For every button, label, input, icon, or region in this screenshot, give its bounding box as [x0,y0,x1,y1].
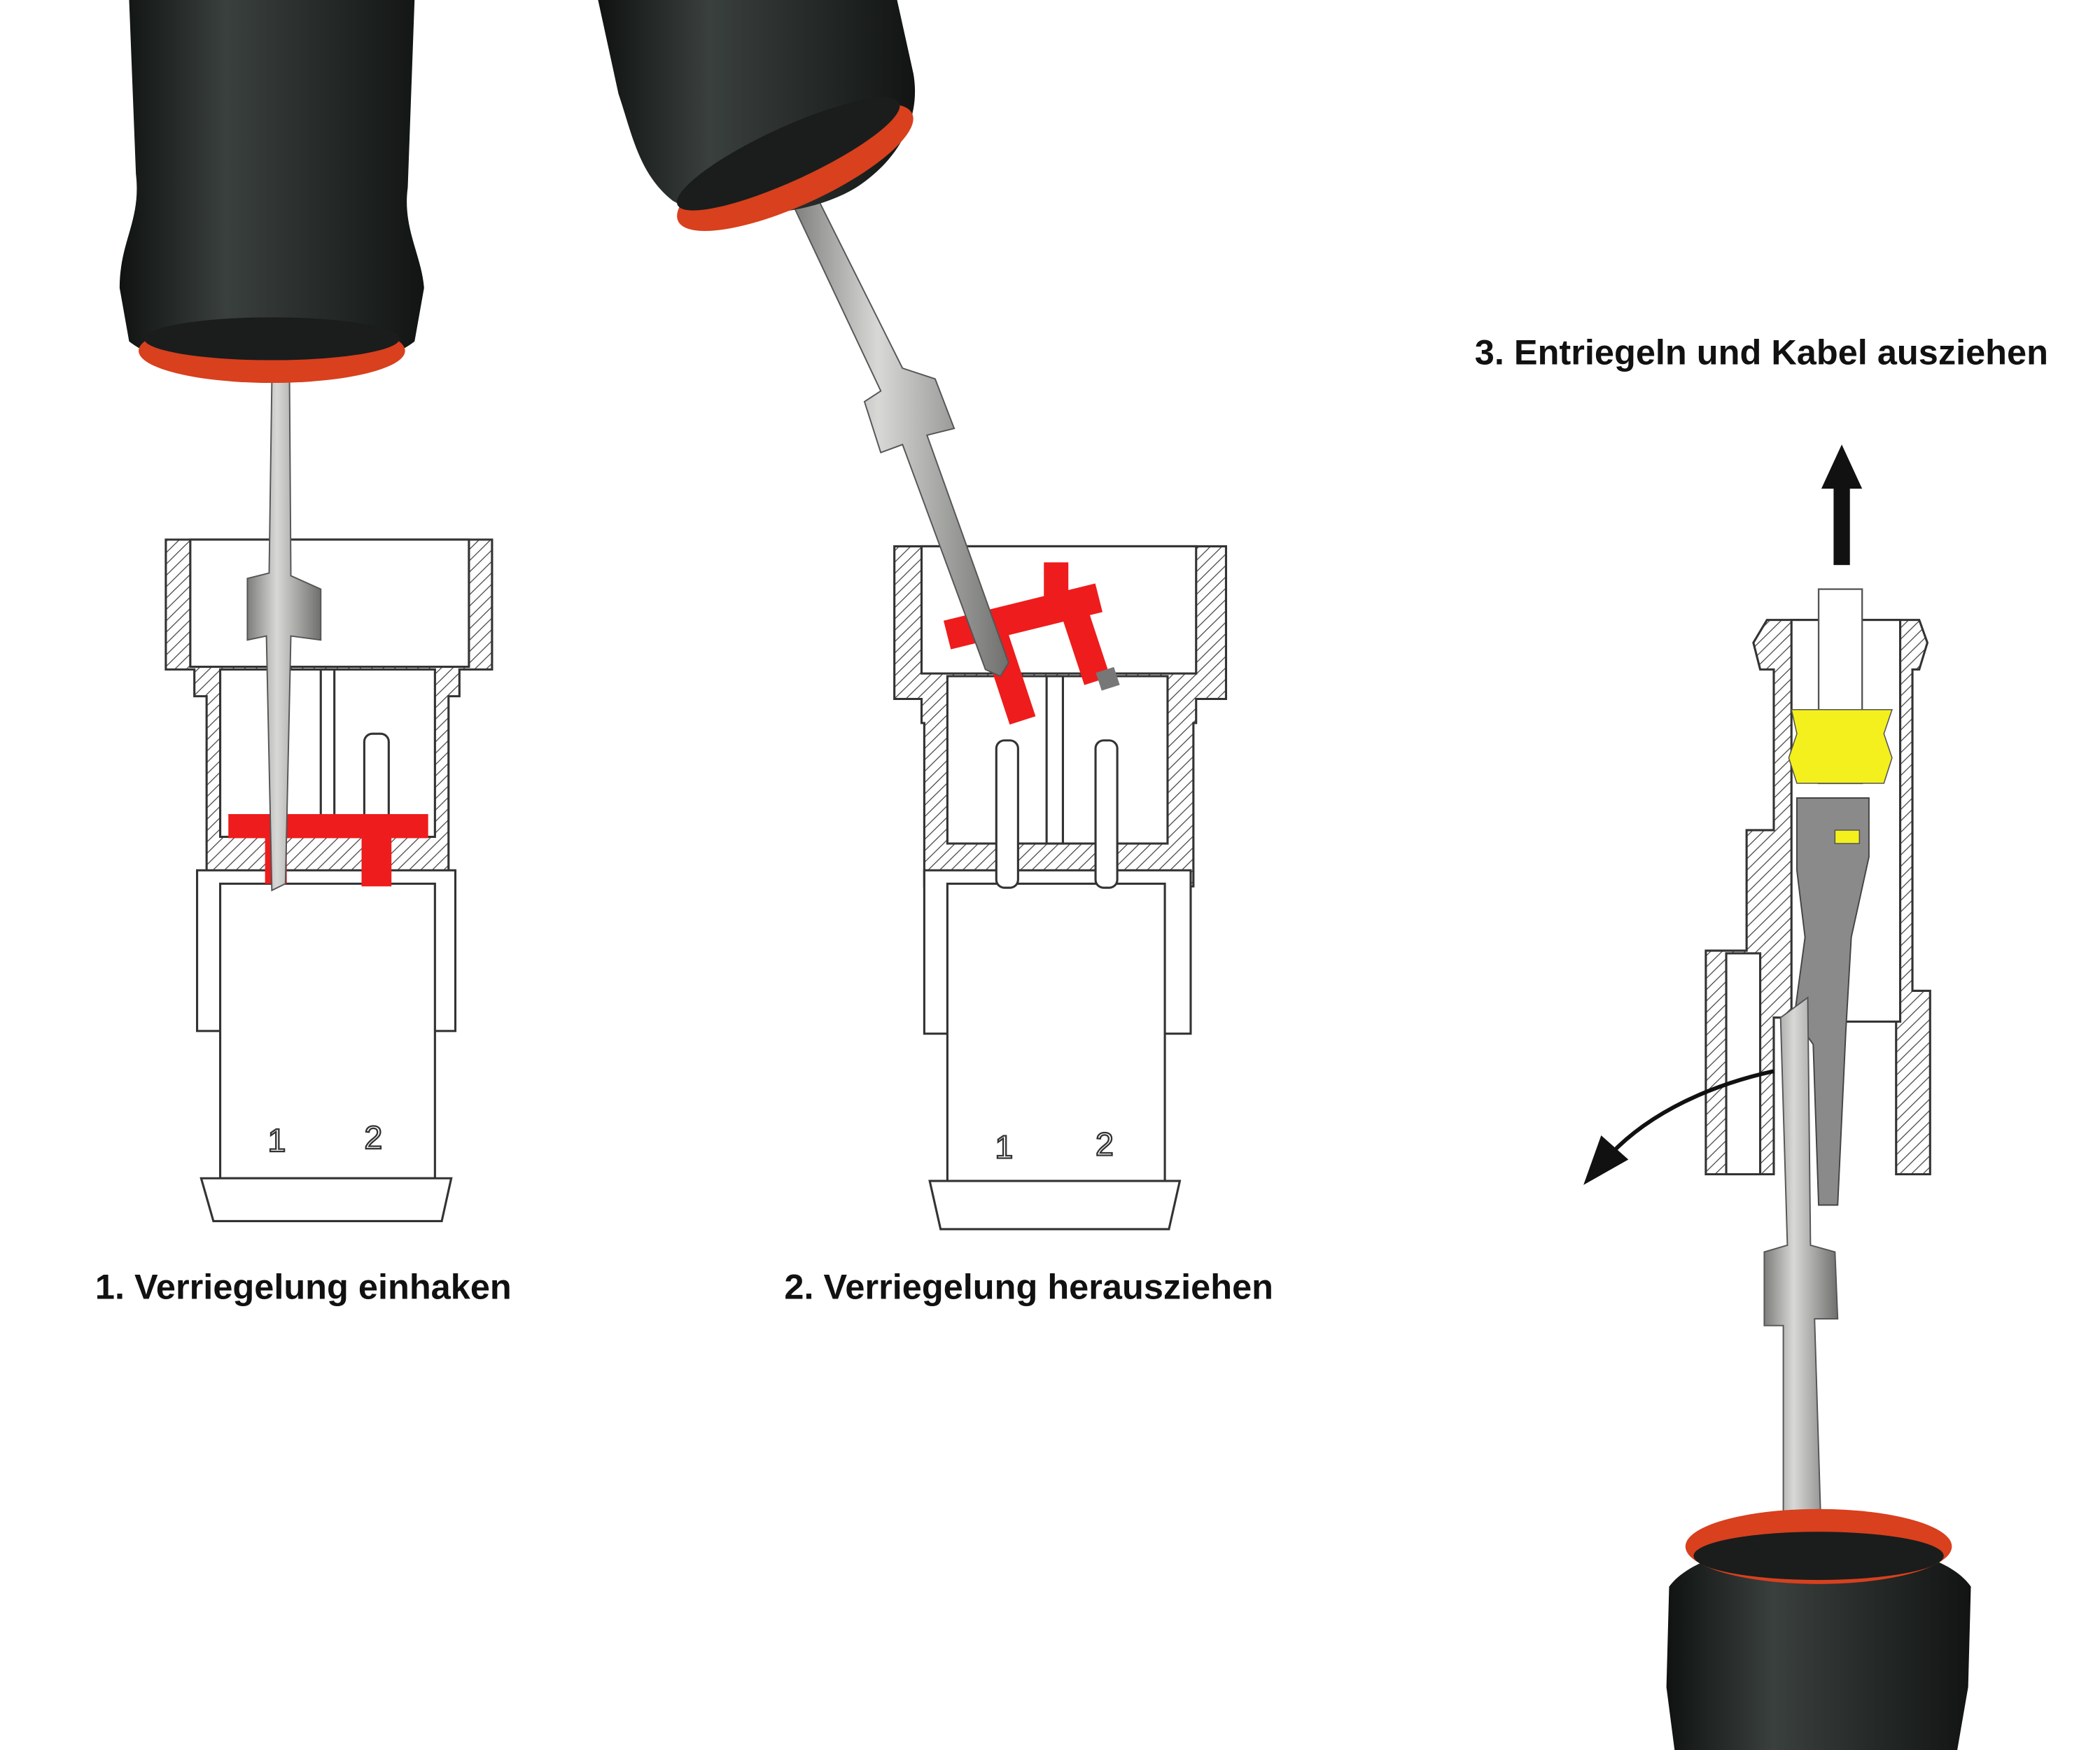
cable-seal [1788,709,1893,784]
pull-up-arrow [1821,444,1863,566]
contact-terminal [1793,797,1870,1206]
step-2-caption: 2. Verriegelung herausziehen [784,1268,1273,1307]
step-1-caption: 1. Verriegelung einhaken [95,1268,512,1307]
step-3-screwdriver [1666,996,1971,1750]
release-arrow [1583,1069,1774,1185]
step-2-pin-label-2: 2 [1096,1126,1114,1163]
step-1-pin-label-1: 1 [268,1122,286,1158]
step-1-pin-label-2: 2 [364,1119,382,1156]
step-3-caption: 3. Entriegeln und Kabel ausziehen [1475,333,2048,372]
step-2-connector: 1 2 [893,545,1228,1231]
step-1-connector: 1 2 [164,538,493,1222]
step-1-screwdriver [119,0,424,892]
step-2-screwdriver [598,0,1009,678]
step-3-connector [1704,588,1931,1206]
step-2-pin-label-1: 1 [995,1129,1013,1166]
